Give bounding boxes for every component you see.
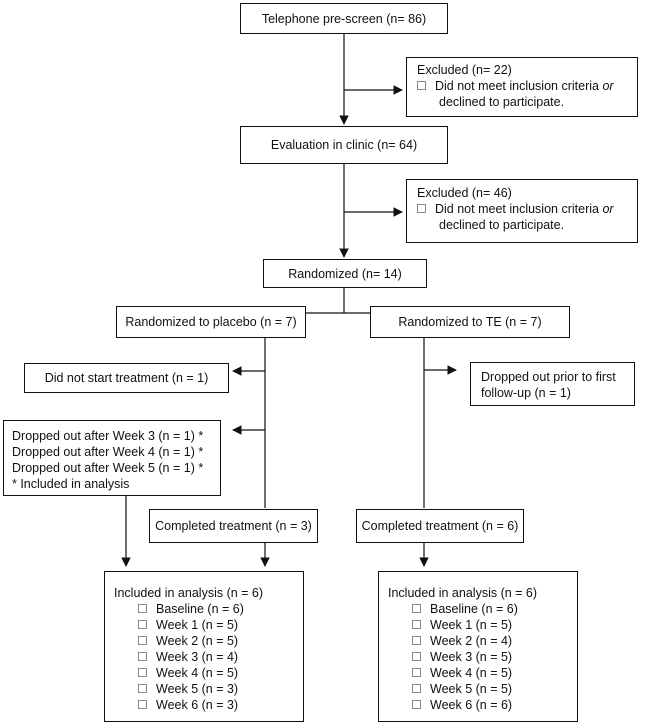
placebo-dropout-week4: Dropped out after Week 4 (n = 1) * (12, 445, 204, 459)
list-item: Week 2 (n = 4) (388, 633, 568, 649)
excluded1-reason-prefix: Did not meet inclusion criteria (435, 79, 603, 93)
te-dropped-box: Dropped out prior to first follow-up (n … (470, 362, 635, 406)
placebo-analysis-box: Included in analysis (n = 6) Baseline (n… (104, 571, 304, 722)
list-item: Week 2 (n = 5) (114, 633, 294, 649)
bullet-icon (412, 668, 421, 678)
bullet-icon (138, 668, 147, 678)
excluded1-reason-line2: declined to participate. (439, 95, 565, 109)
randomized-box: Randomized (n= 14) (263, 259, 427, 288)
placebo-dropouts-box: Dropped out after Week 3 (n = 1) * Dropp… (3, 420, 221, 496)
bullet-icon (412, 684, 421, 694)
bullet-icon (412, 620, 421, 630)
list-item: Week 3 (n = 4) (114, 649, 294, 665)
bullet-icon (417, 81, 426, 91)
placebo-arm-box: Randomized to placebo (n = 7) (116, 306, 306, 338)
excluded1-title: Excluded (n= 22) (417, 63, 512, 77)
bullet-icon (138, 636, 147, 646)
te-completed-box: Completed treatment (n = 6) (356, 509, 524, 543)
evaluation-label: Evaluation in clinic (n= 64) (270, 138, 418, 152)
list-item: Week 4 (n = 5) (114, 665, 294, 681)
list-item: Week 5 (n = 5) (388, 681, 568, 697)
list-item: Week 3 (n = 5) (388, 649, 568, 665)
list-item: Week 4 (n = 5) (388, 665, 568, 681)
bullet-icon (138, 700, 147, 710)
list-item: Baseline (n = 6) (388, 601, 568, 617)
placebo-dropout-footnote: * Included in analysis (12, 477, 130, 491)
bullet-icon (417, 204, 426, 214)
list-item: Baseline (n = 6) (114, 601, 294, 617)
list-item: Week 6 (n = 6) (388, 697, 568, 713)
te-analysis-title: Included in analysis (n = 6) (388, 586, 538, 600)
bullet-icon (412, 604, 421, 614)
excluded2-title: Excluded (n= 46) (417, 186, 512, 200)
excluded2-reason-line2: declined to participate. (439, 218, 565, 232)
excluded2-box: Excluded (n= 46) Did not meet inclusion … (406, 179, 638, 243)
list-item: Week 1 (n = 5) (388, 617, 568, 633)
list-item: Week 1 (n = 5) (114, 617, 294, 633)
bullet-icon (412, 700, 421, 710)
placebo-dropout-week5: Dropped out after Week 5 (n = 1) * (12, 461, 204, 475)
prescreen-box: Telephone pre-screen (n= 86) (240, 3, 448, 34)
bullet-icon (412, 652, 421, 662)
placebo-completed-box: Completed treatment (n = 3) (149, 509, 318, 543)
excluded1-reason-or: or (602, 79, 614, 93)
te-analysis-box: Included in analysis (n = 6) Baseline (n… (378, 571, 578, 722)
bullet-icon (412, 636, 421, 646)
te-arm-box: Randomized to TE (n = 7) (370, 306, 570, 338)
excluded1-box: Excluded (n= 22) Did not meet inclusion … (406, 57, 638, 117)
bullet-icon (138, 620, 147, 630)
placebo-analysis-title: Included in analysis (n = 6) (114, 586, 264, 600)
te-dropped-line1: Dropped out prior to first (481, 370, 616, 384)
placebo-not-started-box: Did not start treatment (n = 1) (24, 363, 229, 393)
randomized-label: Randomized (n= 14) (288, 266, 402, 281)
list-item: Week 5 (n = 3) (114, 681, 294, 697)
te-completed-label: Completed treatment (n = 6) (361, 519, 519, 533)
bullet-icon (138, 604, 147, 614)
prescreen-label: Telephone pre-screen (n= 86) (261, 11, 427, 26)
placebo-arm-label: Randomized to placebo (n = 7) (125, 315, 297, 329)
te-arm-label: Randomized to TE (n = 7) (398, 315, 542, 329)
list-item: Week 6 (n = 3) (114, 697, 294, 713)
excluded2-reason-prefix: Did not meet inclusion criteria (435, 202, 603, 216)
bullet-icon (138, 684, 147, 694)
evaluation-box: Evaluation in clinic (n= 64) (240, 126, 448, 164)
placebo-analysis-list: Baseline (n = 6) Week 1 (n = 5) Week 2 (… (114, 601, 294, 713)
placebo-not-started-label: Did not start treatment (n = 1) (44, 371, 209, 385)
te-dropped-line2: follow-up (n = 1) (481, 386, 571, 400)
placebo-dropout-week3: Dropped out after Week 3 (n = 1) * (12, 429, 204, 443)
te-analysis-list: Baseline (n = 6) Week 1 (n = 5) Week 2 (… (388, 601, 568, 713)
excluded2-reason-or: or (602, 202, 614, 216)
placebo-completed-label: Completed treatment (n = 3) (155, 519, 312, 533)
bullet-icon (138, 652, 147, 662)
